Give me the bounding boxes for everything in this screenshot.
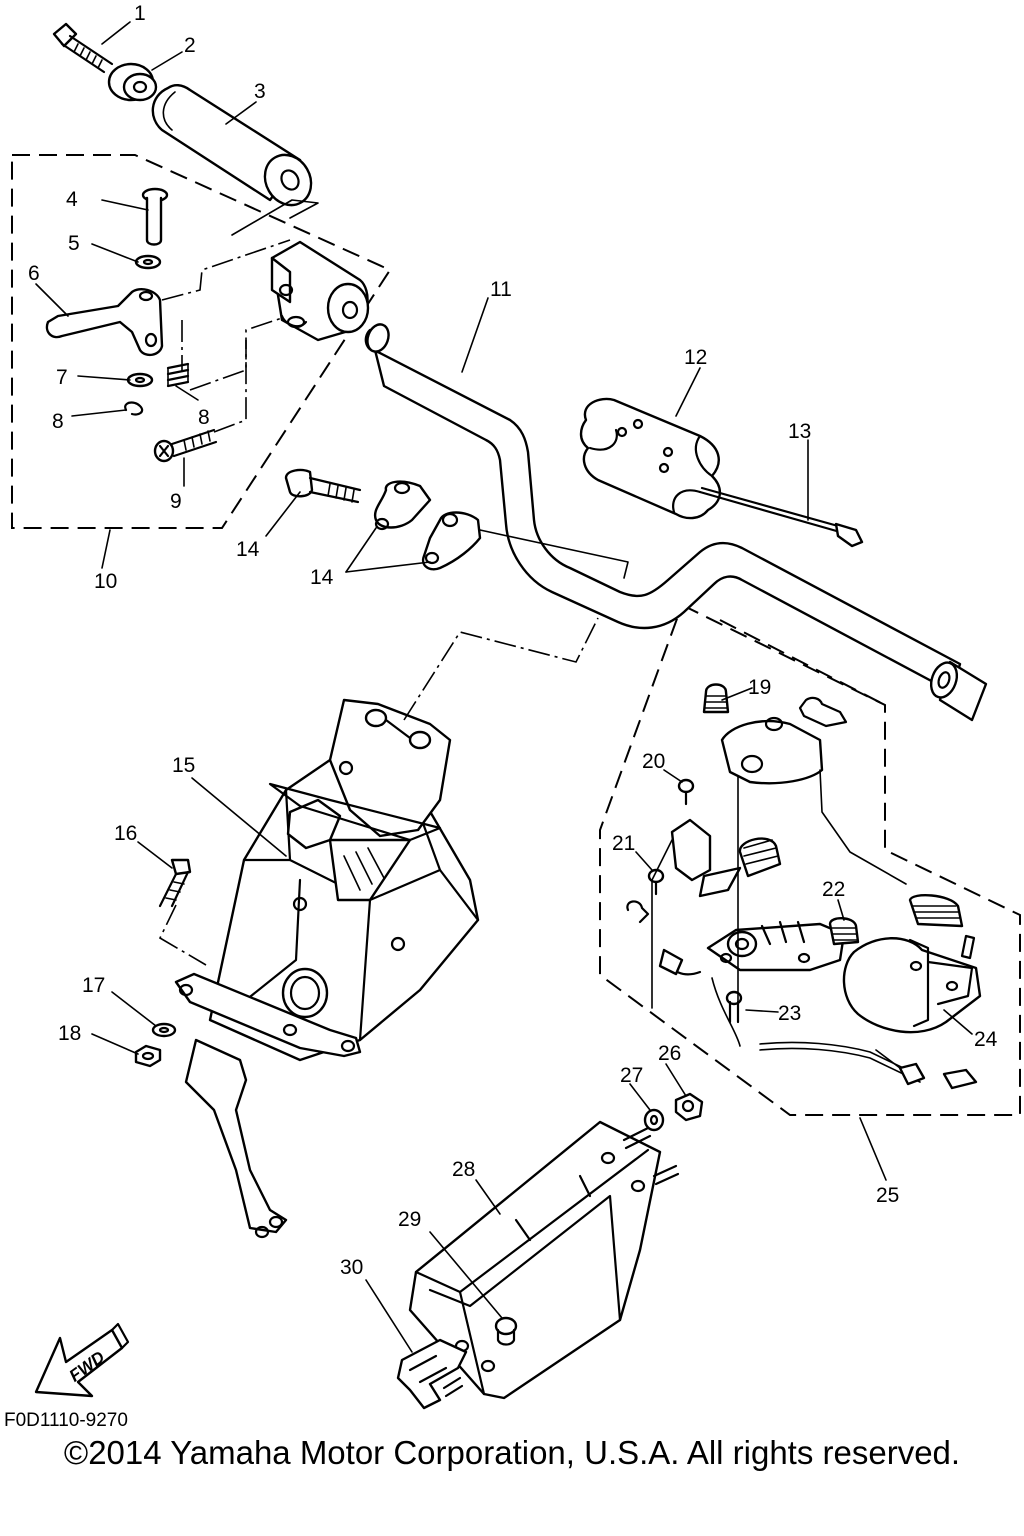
callout-19: 16 xyxy=(114,822,137,845)
callout-8b: 7 xyxy=(56,366,68,389)
callout-29: 12 xyxy=(684,346,707,369)
callout-28: 14 xyxy=(236,538,260,561)
callout-9: 8 xyxy=(52,410,64,433)
washer-8-upper xyxy=(134,254,162,270)
callout-12: 25 xyxy=(876,1184,899,1207)
callout-20: 18 xyxy=(58,1022,81,1045)
clip-9 xyxy=(124,401,144,416)
callout-18: 15 xyxy=(172,754,195,777)
screw-11 xyxy=(153,428,218,463)
callout-13: 24 xyxy=(974,1028,998,1051)
part-15-spring xyxy=(828,917,860,946)
callout-22: 28 xyxy=(452,1158,475,1181)
callout-3: 2 xyxy=(184,34,196,57)
clamp-27-upper xyxy=(373,480,432,531)
callout-15: 22 xyxy=(822,878,845,901)
washer-24 xyxy=(643,1108,665,1132)
pad-29 xyxy=(579,397,721,520)
bolt-28 xyxy=(284,468,362,504)
screw-14-upper xyxy=(677,778,695,806)
callout-21: 17 xyxy=(82,974,105,997)
group-box-5 xyxy=(11,154,392,529)
handlebar-1 xyxy=(364,323,988,722)
copyright-notice: ©2014 Yamaha Motor Corporation, U.S.A. A… xyxy=(63,1434,961,1471)
leader-lines xyxy=(35,21,973,1353)
callout-23: 26 xyxy=(658,1042,681,1065)
strap-30 xyxy=(698,486,864,548)
washer-21 xyxy=(151,1022,177,1038)
callout-26: 29 xyxy=(398,1208,421,1231)
callout-14b: 21 xyxy=(612,832,635,855)
callouts: 1 2 3 4 5 6 7 8 8 9 10 11 12 13 14 14 15… xyxy=(28,2,998,1279)
fwd-arrow-icon: FWD xyxy=(34,1322,130,1398)
grip-2 xyxy=(151,84,313,207)
callout-24: 27 xyxy=(620,1064,643,1087)
bolt-4 xyxy=(52,22,114,74)
assembly-lines-18 xyxy=(158,617,599,966)
tray-22 xyxy=(408,1120,680,1400)
nut-23 xyxy=(674,1092,704,1122)
part-25-clamp xyxy=(396,1338,468,1410)
assembly-lines-5 xyxy=(161,199,319,433)
callout-27: 14 xyxy=(310,566,334,589)
pin-10 xyxy=(141,187,169,246)
lever-holder xyxy=(270,240,370,342)
spring-7 xyxy=(166,362,190,388)
callout-17: 23 xyxy=(778,1002,801,1025)
lever-6 xyxy=(45,288,164,357)
callout-14a: 20 xyxy=(642,750,665,773)
callout-10: 4 xyxy=(66,188,78,211)
bolt-19 xyxy=(158,858,192,908)
nut-20 xyxy=(134,1044,162,1068)
callout-4: 1 xyxy=(134,2,146,25)
switch-housing-upper xyxy=(720,696,848,785)
callout-25: 30 xyxy=(340,1256,363,1279)
callout-8a: 5 xyxy=(68,232,80,255)
callout-30: 13 xyxy=(788,420,811,443)
part-17-screw xyxy=(725,990,743,1024)
switch-housing-lower xyxy=(670,818,846,972)
callout-7: 8 xyxy=(198,406,210,429)
part-16-boot xyxy=(702,683,730,714)
wire-leads xyxy=(626,900,978,1090)
callout-5: 10 xyxy=(94,570,117,593)
callout-11: 9 xyxy=(170,490,182,513)
steering-column-18 xyxy=(174,698,480,1239)
washer-8-lower xyxy=(126,372,154,388)
part-13-switch-cover xyxy=(842,894,982,1034)
drawing-code: F0D1110-9270 xyxy=(4,1410,128,1431)
callout-16: 19 xyxy=(748,676,771,699)
callout-6: 6 xyxy=(28,262,40,285)
assembly-lines-12 xyxy=(651,769,907,1009)
group-box-12 xyxy=(599,604,1021,1116)
callout-1: 11 xyxy=(490,278,512,301)
clamp-27-lower xyxy=(421,511,629,579)
callout-2: 3 xyxy=(254,80,266,103)
collar-3 xyxy=(107,62,158,102)
part-26-grommet xyxy=(494,1316,518,1346)
